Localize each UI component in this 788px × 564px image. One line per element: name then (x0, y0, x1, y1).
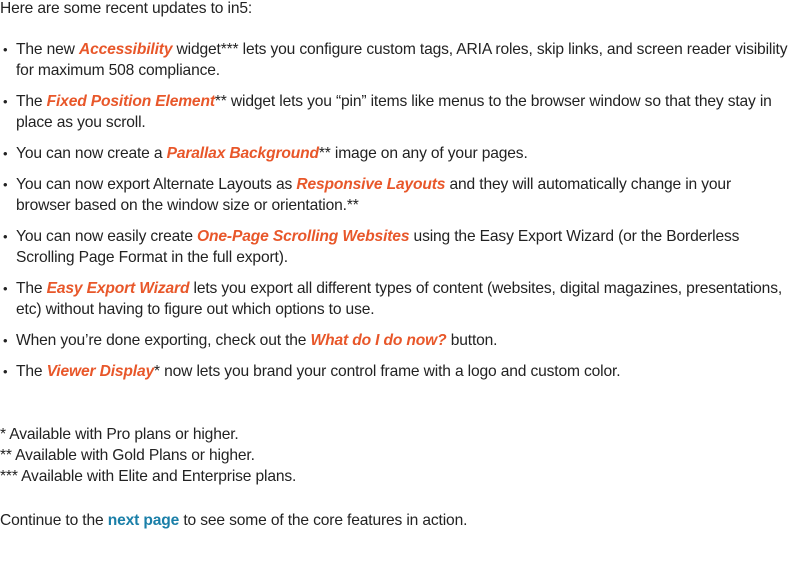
continue-after: to see some of the core features in acti… (179, 512, 468, 529)
update-text-before: The new (16, 41, 79, 58)
update-highlight-parallax: Parallax Background (166, 145, 319, 162)
intro-text: Here are some recent updates to in5: (0, 0, 253, 17)
update-text-after: * now lets you brand your control frame … (154, 363, 621, 380)
update-text-after: button. (446, 332, 498, 349)
update-item-easy-export: The Easy Export Wizard lets you export a… (0, 278, 788, 320)
update-item-responsive: You can now export Alternate Layouts as … (0, 174, 788, 216)
update-text-before: You can now create a (16, 145, 167, 162)
footnote-elite: *** Available with Elite and Enterprise … (0, 468, 297, 485)
update-text-after: ** image on any of your pages. (318, 145, 528, 162)
update-item-viewer-display: The Viewer Display* now lets you brand y… (0, 361, 788, 382)
update-text-before: The (16, 363, 47, 380)
update-highlight-fixed-position: Fixed Position Element (46, 93, 215, 110)
continue-text: Continue to the next page to see some of… (0, 510, 467, 531)
update-text-before: You can now easily create (16, 228, 198, 245)
update-highlight-easy-export: Easy Export Wizard (46, 280, 190, 297)
update-item-accessibility: The new Accessibility widget*** lets you… (0, 39, 788, 81)
update-highlight-one-page: One-Page Scrolling Websites (197, 228, 410, 245)
update-highlight-responsive: Responsive Layouts (296, 176, 446, 193)
update-text-after: lets you export all different types of c… (16, 280, 783, 318)
footnote-pro: * Available with Pro plans or higher. (0, 426, 239, 443)
update-text-after: and they will automatically change in yo… (16, 176, 731, 214)
update-item-fixed-position: The Fixed Position Element** widget lets… (0, 91, 788, 133)
continue-before: Continue to the (0, 512, 108, 529)
update-item-parallax: You can now create a Parallax Background… (0, 143, 788, 164)
update-text-after: widget*** lets you configure custom tags… (16, 41, 788, 79)
update-highlight-viewer-display: Viewer Display (46, 363, 155, 380)
update-item-what-now: When you’re done exporting, check out th… (0, 330, 788, 351)
update-highlight-accessibility: Accessibility (78, 41, 173, 58)
next-page-link[interactable]: next page (107, 512, 180, 529)
updates-list: The new Accessibility widget*** lets you… (0, 39, 788, 392)
update-text-before: The (16, 280, 47, 297)
update-text-after: ** widget lets you “pin” items like menu… (16, 93, 772, 131)
footnote-gold: ** Available with Gold Plans or higher. (0, 447, 255, 464)
update-text-before: When you’re done exporting, check out th… (16, 332, 311, 349)
update-item-one-page: You can now easily create One-Page Scrol… (0, 226, 788, 268)
update-text-after: using the Easy Export Wizard (or the Bor… (16, 228, 740, 266)
update-text-before: The (16, 93, 47, 110)
update-text-before: You can now export Alternate Layouts as (16, 176, 297, 193)
footnotes: * Available with Pro plans or higher. **… (0, 424, 296, 487)
update-highlight-what-now: What do I do now? (310, 332, 447, 349)
